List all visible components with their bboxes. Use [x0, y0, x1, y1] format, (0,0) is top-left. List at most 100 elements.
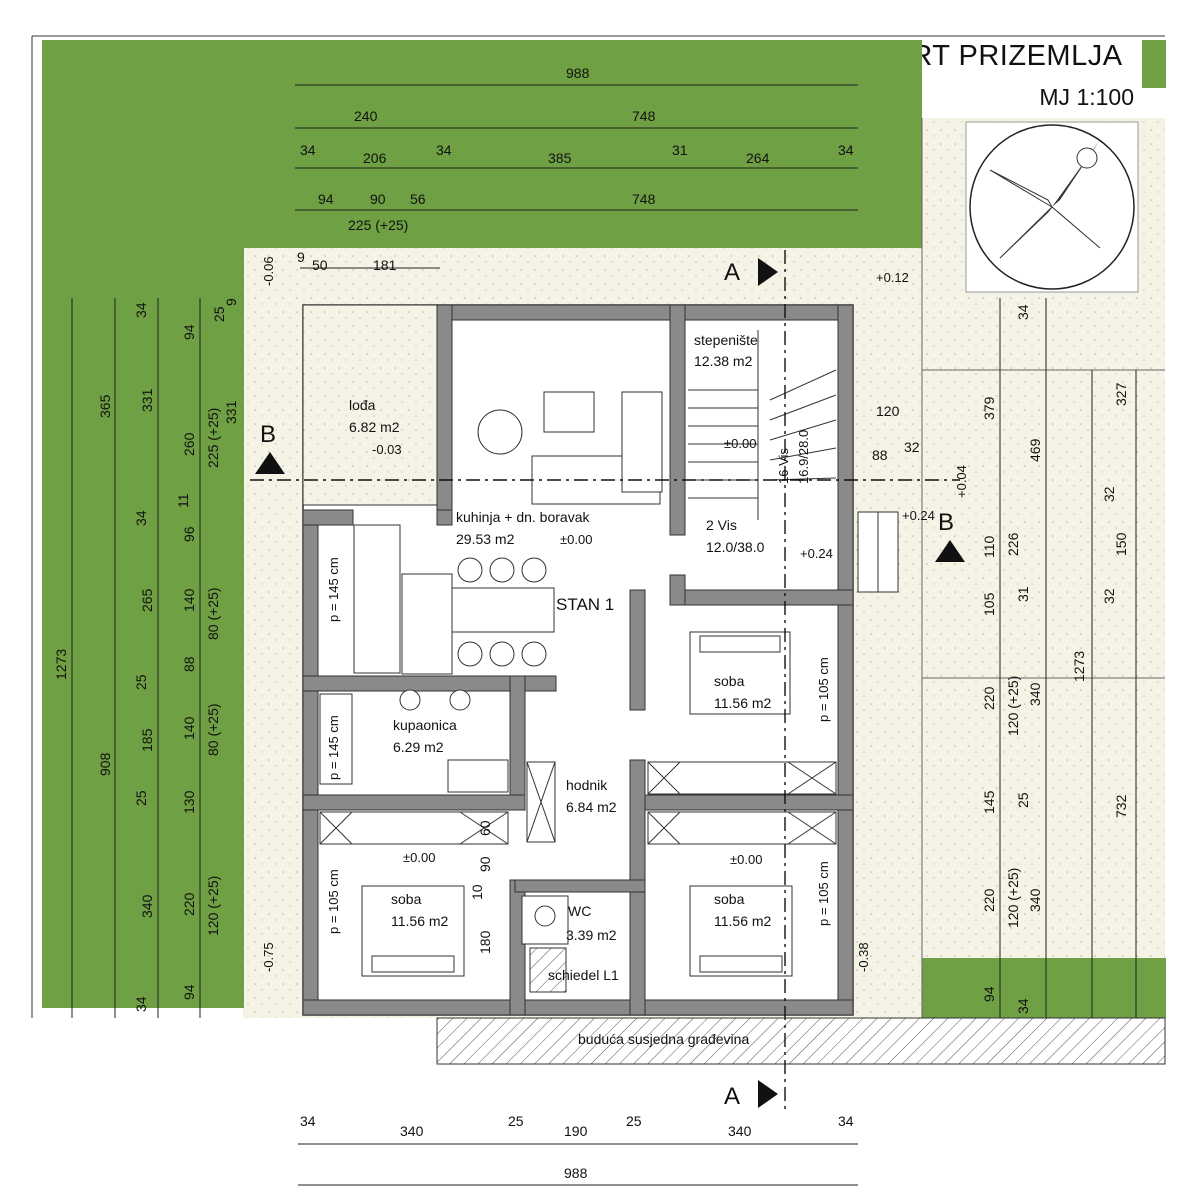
dim-right-c3-2: 31 — [1015, 586, 1031, 602]
dim-right-c4-1: 1273 — [1071, 651, 1087, 682]
dim-left-c4-5: 140 — [181, 588, 197, 612]
room-stepeniste-area: 12.38 m2 — [694, 353, 753, 369]
room-kuhinja-level: ±0.00 — [560, 532, 592, 547]
dim-left-c4-4: 96 — [181, 526, 197, 542]
room-soba-sw-level: ±0.00 — [403, 850, 435, 865]
dim-top-r4-2: 90 — [370, 191, 386, 207]
room-soba-ne-name: soba — [714, 673, 745, 689]
parapet-kitchen: p = 145 cm — [326, 557, 341, 622]
dim-top-r3-4: 385 — [548, 150, 572, 166]
dim-left-c4-10: 94 — [181, 984, 197, 1000]
dim-top-r3-7: 34 — [838, 142, 854, 158]
parapet-soba-ne: p = 105 cm — [816, 657, 831, 722]
level-entry-2: +0.24 — [902, 508, 935, 523]
dim-right-c1-1: 34 — [1015, 304, 1031, 320]
neighbour-building — [436, 1017, 1166, 1065]
apartment-label: STAN 1 — [556, 595, 614, 614]
dim-right-c1-8: 94 — [981, 986, 997, 1002]
dim-left-c6-1: 9 — [223, 298, 239, 306]
dim-left-1273: 1273 — [53, 649, 69, 680]
room-wc-name: WC — [568, 903, 591, 919]
section-arrow-a-top — [758, 258, 778, 286]
dim-bottom-2: 340 — [400, 1123, 424, 1139]
dim-left-c4-7: 140 — [181, 716, 197, 740]
building — [302, 304, 899, 1016]
dim-top-r5-2: 50 — [312, 257, 328, 273]
dim-bottom-7: 34 — [838, 1113, 854, 1129]
parapet-bath: p = 145 cm — [326, 715, 341, 780]
dim-right-c2-4: 120 (+25) — [1005, 868, 1021, 928]
dim-left-c5-2: 225 (+25) — [205, 408, 221, 468]
level-entry-3: +0.24 — [800, 546, 833, 561]
dim-top-r4-3: 56 — [410, 191, 426, 207]
dim-bottom-1: 34 — [300, 1113, 316, 1129]
dim-left-c3-8: 340 — [139, 894, 155, 918]
dim-right-c1-7: 220 — [981, 888, 997, 912]
room-soba-se-name: soba — [714, 891, 745, 907]
section-a-bottom: A — [724, 1083, 740, 1110]
section-arrow-a-bottom — [758, 1080, 778, 1108]
dim-left-c4-2: 260 — [181, 432, 197, 456]
dim-right-c1-4: 105 — [981, 592, 997, 616]
dim-right-inner-2: 32 — [904, 439, 920, 455]
dim-right-c3-1: 469 — [1027, 438, 1043, 462]
dim-inner-2: 90 — [477, 856, 493, 872]
dim-top-r3-2: 206 — [363, 150, 387, 166]
room-loda-area: 6.82 m2 — [349, 419, 400, 435]
section-lines — [250, 250, 960, 1110]
dim-top-r4-4: 748 — [632, 191, 656, 207]
dim-right-c2-5: 34 — [1015, 998, 1031, 1014]
dim-right-c3-4: 340 — [1027, 888, 1043, 912]
dim-top-988: 988 — [566, 65, 590, 81]
dim-top-r3-3: 34 — [436, 142, 452, 158]
dim-right-inner-3: 88 — [872, 447, 888, 463]
dim-left-c5-3: 80 (+25) — [205, 587, 221, 640]
dim-right-c1-2: 379 — [981, 396, 997, 420]
dim-top-r4-sub: 225 (+25) — [348, 217, 408, 233]
dim-right-c5-3: 150 — [1113, 532, 1129, 556]
dim-left-c4-3: 11 — [175, 493, 191, 508]
dim-right-c5-4: 32 — [1101, 588, 1117, 604]
section-arrow-b-right — [935, 540, 965, 562]
dim-left-c4-9: 220 — [181, 892, 197, 916]
dim-left-c4-1: 94 — [181, 324, 197, 340]
dim-top-748: 748 — [632, 108, 656, 124]
section-a-top: A — [724, 259, 740, 286]
room-hodnik-name: hodnik — [566, 777, 608, 793]
dim-bottom-3: 25 — [508, 1113, 524, 1129]
stair-rise-3: 2 Vis — [706, 517, 737, 533]
dim-right-c1-3: 110 — [981, 535, 997, 558]
parapet-soba-sw: p = 105 cm — [326, 869, 341, 934]
level-entry-1: +0.04 — [954, 465, 969, 498]
section-b-right: B — [938, 509, 954, 536]
dim-bottom-988: 988 — [564, 1165, 588, 1181]
dim-right-c1-6: 145 — [981, 790, 997, 814]
dim-right-c2-3: 25 — [1015, 792, 1031, 808]
dim-left-c5-4: 80 (+25) — [205, 703, 221, 756]
section-arrow-b-left — [255, 452, 285, 474]
room-stepeniste-level: ±0.00 — [724, 436, 756, 451]
dim-top-r5-3: 181 — [373, 257, 397, 273]
dim-right-inner-1: 120 — [876, 403, 900, 419]
dim-left-c3-1: 34 — [133, 302, 149, 318]
dim-right-c5-2: 32 — [1101, 486, 1117, 502]
dim-left-c5-1: 25 — [211, 306, 227, 322]
room-kupaonica-area: 6.29 m2 — [393, 739, 444, 755]
room-loda-level: -0.03 — [372, 442, 402, 457]
dim-left-c3-9: 34 — [133, 996, 149, 1012]
dim-inner-3: 10 — [469, 884, 485, 900]
dim-right-c3-3: 340 — [1027, 682, 1043, 706]
dim-left-c3-7: 25 — [133, 790, 149, 806]
dim-top-r3-1: 34 — [300, 142, 316, 158]
level-top-left: -0.06 — [261, 256, 276, 286]
dim-left-c5-5: 120 (+25) — [205, 876, 221, 936]
parapet-soba-se: p = 105 cm — [816, 861, 831, 926]
dim-right-c5-1: 327 — [1113, 382, 1129, 406]
dim-left-908: 908 — [97, 752, 113, 776]
room-soba-se-area: 11.56 m2 — [714, 913, 772, 929]
dim-top-r3-6: 264 — [746, 150, 770, 166]
grass-bottom-right — [922, 958, 1166, 1018]
room-stepeniste-name: stepenište — [694, 332, 758, 348]
dim-left-c3-4: 265 — [139, 588, 155, 612]
